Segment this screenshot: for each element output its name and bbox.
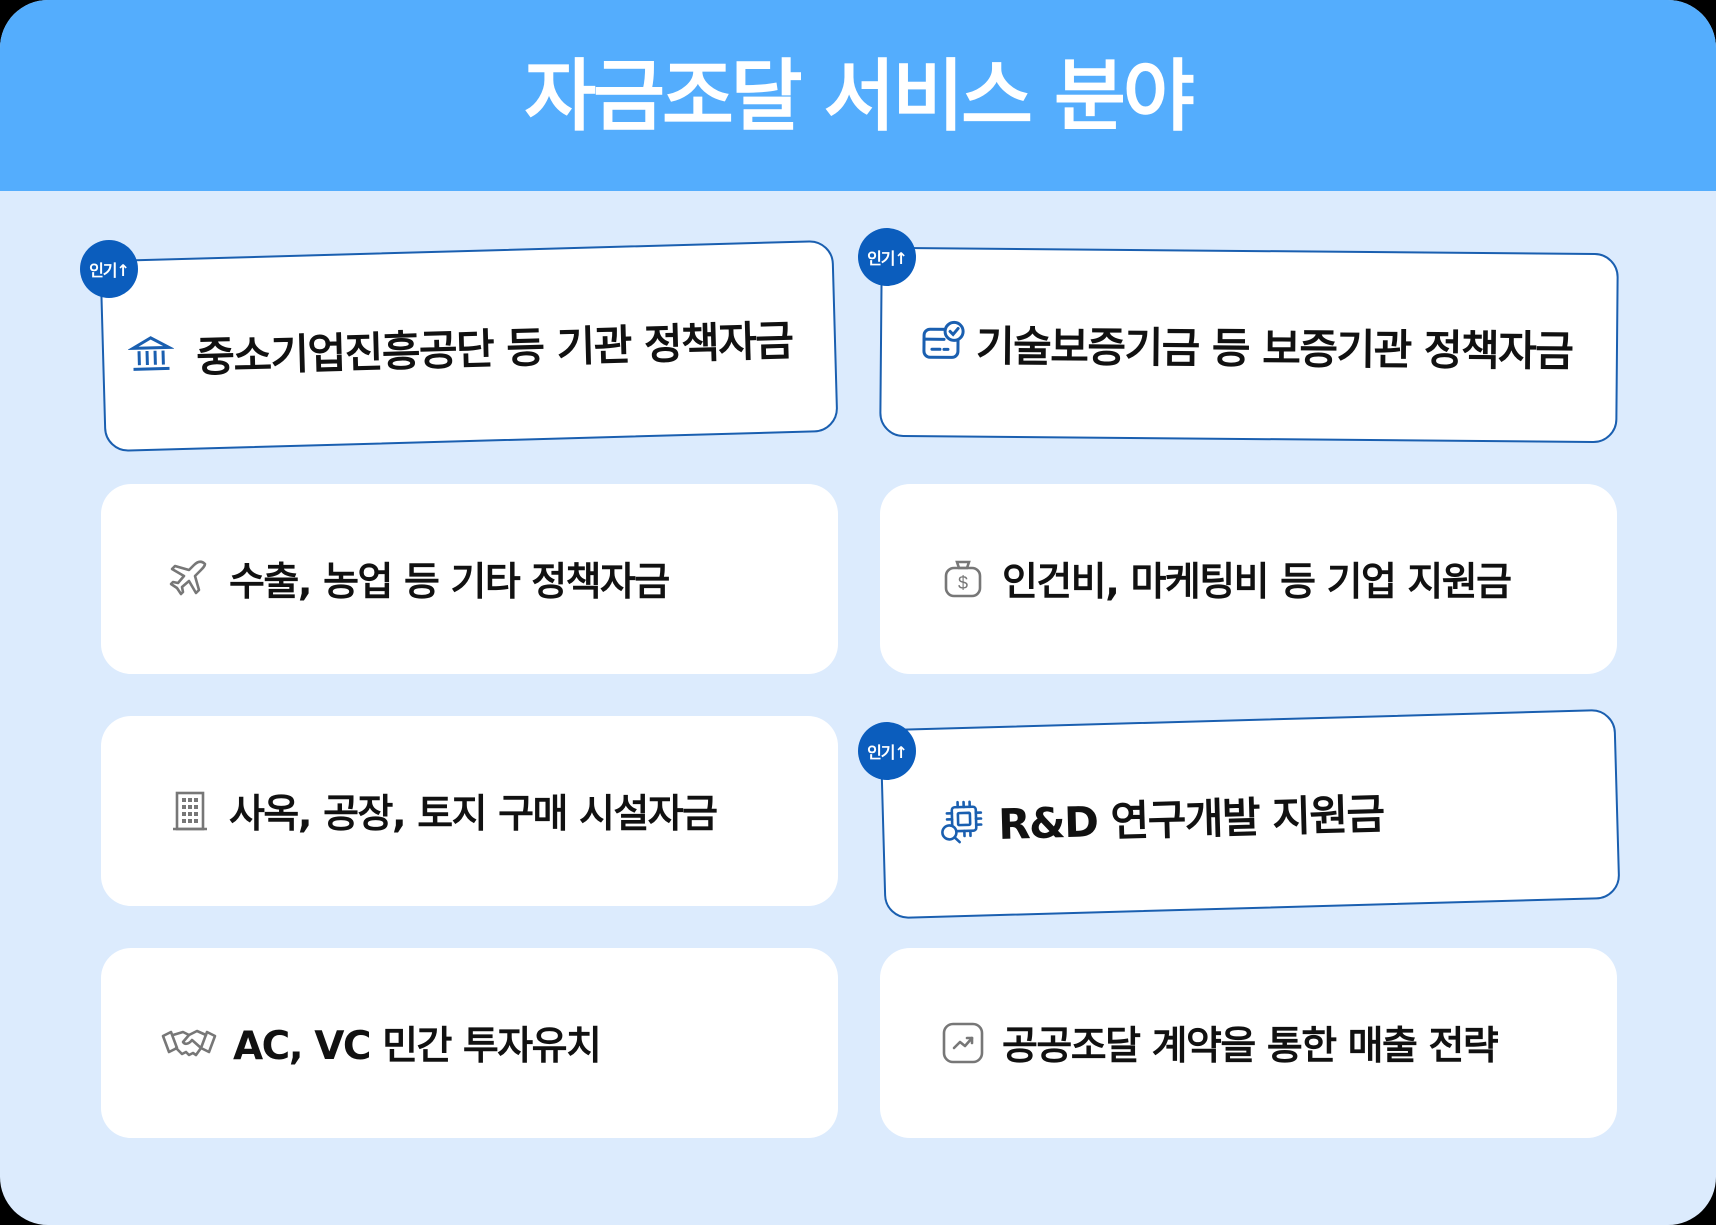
airplane-icon xyxy=(167,556,213,602)
card-label: 중소기업진흥공단 등 기관 정책자금 xyxy=(195,315,794,382)
card-institution-policy-fund[interactable]: 중소기업진흥공단 등 기관 정책자금 xyxy=(99,239,839,453)
card-label: R&D 연구개발 지원금 xyxy=(997,788,1385,849)
card-rnd-subsidy[interactable]: R&D 연구개발 지원금 xyxy=(879,708,1621,920)
money-bag-icon: $ xyxy=(940,556,986,602)
card-facility-fund[interactable]: 사옥, 공장, 토지 구매 시설자금 xyxy=(101,716,838,906)
card-public-procurement[interactable]: 공공조달 계약을 통한 매출 전략 xyxy=(880,948,1617,1138)
popular-badge: 인기↑ xyxy=(80,240,138,298)
card-label: AC, VC 민간 투자유치 xyxy=(233,1024,602,1069)
card-company-subsidy[interactable]: $ 인건비, 마케팅비 등 기업 지원금 xyxy=(880,484,1617,674)
popular-badge: 인기↑ xyxy=(858,722,916,780)
page-title: 자금조달 서비스 분야 xyxy=(524,51,1194,142)
card-label: 사옥, 공장, 토지 구매 시설자금 xyxy=(229,792,718,837)
popular-badge: 인기↑ xyxy=(858,228,916,286)
card-guarantee-policy-fund[interactable]: 기술보증기금 등 보증기관 정책자금 xyxy=(879,246,1619,444)
card-other-policy-fund[interactable]: 수출, 농업 등 기타 정책자금 xyxy=(101,484,838,674)
handshake-icon xyxy=(161,1020,217,1066)
chip-search-icon xyxy=(937,798,984,845)
bank-icon xyxy=(127,331,175,378)
card-private-investment[interactable]: AC, VC 민간 투자유치 xyxy=(101,948,838,1138)
trend-chart-icon xyxy=(940,1020,986,1066)
verified-card-icon xyxy=(920,319,966,365)
building-icon xyxy=(167,788,213,834)
card-label: 공공조달 계약을 통한 매출 전략 xyxy=(1002,1024,1499,1069)
card-label: 기술보증기금 등 보증기관 정책자금 xyxy=(975,321,1573,376)
header-bar: 자금조달 서비스 분야 xyxy=(0,0,1716,191)
card-label: 인건비, 마케팅비 등 기업 지원금 xyxy=(1002,560,1512,605)
card-label: 수출, 농업 등 기타 정책자금 xyxy=(229,560,670,605)
svg-text:$: $ xyxy=(958,573,968,593)
